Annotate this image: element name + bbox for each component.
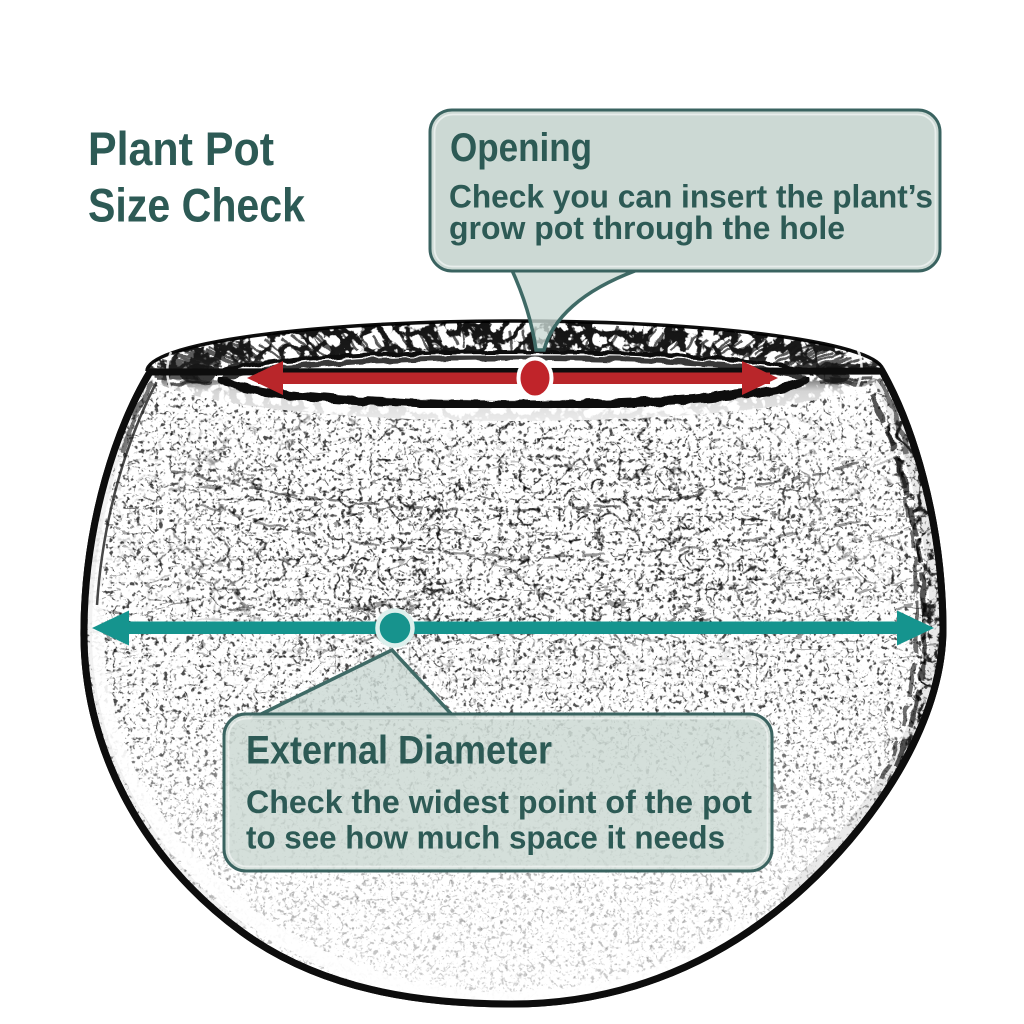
svg-text:Plant Pot: Plant Pot bbox=[88, 122, 274, 175]
svg-text:Size Check: Size Check bbox=[88, 179, 306, 232]
svg-text:Opening: Opening bbox=[450, 126, 592, 170]
svg-text:Check you can insert the plant: Check you can insert the plant’s bbox=[449, 179, 933, 215]
svg-text:Check the widest point of the: Check the widest point of the pot bbox=[246, 784, 752, 820]
svg-text:grow pot through the hole: grow pot through the hole bbox=[449, 210, 845, 246]
svg-text:External Diameter: External Diameter bbox=[246, 729, 552, 773]
svg-text:to see how much space it needs: to see how much space it needs bbox=[246, 820, 725, 856]
